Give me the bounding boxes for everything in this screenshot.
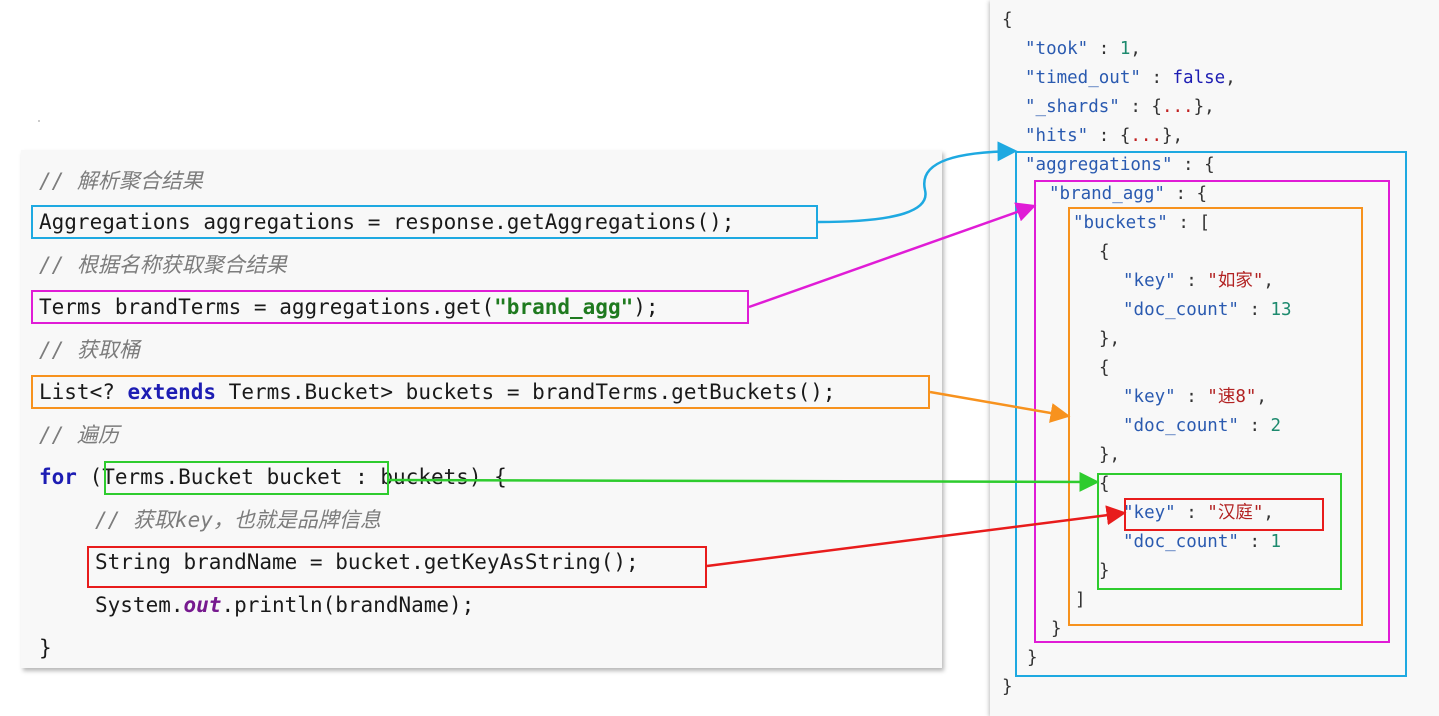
- json-key: "timed_out": [1025, 68, 1141, 88]
- json-open-brace: {: [1002, 10, 1013, 30]
- code-line-brand-terms: Terms brandTerms = aggregations.get("bra…: [39, 293, 659, 321]
- json-hits: "hits" : {...},: [1025, 126, 1184, 146]
- json-key: "took": [1025, 39, 1089, 59]
- code-text: .println(brandName);: [221, 593, 475, 617]
- json-key: "_shards": [1025, 97, 1120, 117]
- json-bucket1-key: "key" : "如家",: [1123, 271, 1274, 291]
- json-bucket1-doc-count: "doc_count" : 13: [1123, 300, 1292, 320]
- code-line-close-brace: }: [39, 636, 52, 660]
- code-text: );: [633, 295, 659, 319]
- json-key: "brand_agg": [1049, 184, 1165, 204]
- json-brand-agg: "brand_agg" : {: [1049, 184, 1208, 204]
- json-boolean: false: [1172, 68, 1226, 88]
- json-buckets: "buckets" : [: [1073, 213, 1210, 233]
- json-response-panel: { "took" : 1, "timed_out" : false, "_sha…: [990, 0, 1439, 716]
- code-line-println: System.out.println(brandName);: [95, 591, 474, 619]
- json-collapsed-ellipsis: ...: [1130, 126, 1162, 146]
- json-collapsed-ellipsis: ...: [1161, 97, 1194, 117]
- json-bucket2-close: },: [1099, 445, 1121, 465]
- code-line-buckets: List<? extends Terms.Bucket> buckets = b…: [39, 378, 836, 406]
- code-text: List<?: [39, 380, 128, 404]
- json-string: "汉庭": [1207, 503, 1264, 523]
- json-key: "doc_count": [1123, 416, 1239, 436]
- code-field-out: out: [183, 593, 222, 617]
- json-aggregations: "aggregations" : {: [1025, 155, 1215, 175]
- code-text: (: [76, 465, 103, 489]
- code-keyword-extends: extends: [127, 380, 217, 404]
- code-comment-iterate: // 遍历: [39, 423, 119, 447]
- json-string: "速8": [1207, 387, 1257, 407]
- json-bucket3-key: "key" : "汉庭",: [1123, 503, 1274, 523]
- json-string: "如家": [1207, 271, 1264, 291]
- json-brand-agg-close: }: [1051, 619, 1062, 639]
- json-key: "key": [1123, 271, 1176, 291]
- java-code-panel: // 解析聚合结果 Aggregations aggregations = re…: [21, 150, 942, 668]
- json-number: 1: [1119, 39, 1131, 59]
- json-key: "key": [1123, 387, 1176, 407]
- code-keyword-for: for: [39, 465, 77, 489]
- code-comment-get-key: // 获取key，也就是品牌信息: [95, 508, 381, 532]
- json-bucket2-doc-count: "doc_count" : 2: [1123, 416, 1282, 436]
- json-bucket3-doc-count: "doc_count" : 1: [1123, 532, 1282, 552]
- code-line-get-aggregations: Aggregations aggregations = response.get…: [39, 210, 735, 234]
- code-string-brand-agg: "brand_agg": [494, 295, 634, 319]
- json-shards: "_shards" : {...},: [1025, 97, 1215, 117]
- json-bucket1-close: },: [1099, 329, 1121, 349]
- json-key: "doc_count": [1123, 532, 1239, 552]
- json-number: 1: [1270, 532, 1282, 552]
- code-comment-parse: // 解析聚合结果: [39, 169, 203, 193]
- json-bucket3-open: {: [1099, 474, 1110, 494]
- json-took: "took" : 1,: [1025, 39, 1141, 59]
- json-close-brace: }: [1002, 677, 1013, 697]
- code-text: System.: [95, 593, 184, 617]
- json-bucket1-open: {: [1099, 242, 1110, 262]
- json-key: "aggregations": [1025, 155, 1173, 175]
- json-bucket2-open: {: [1099, 358, 1110, 378]
- code-text: : buckets) {: [355, 465, 507, 489]
- json-bucket2-key: "key" : "速8",: [1123, 387, 1267, 407]
- json-aggregations-close: }: [1027, 648, 1038, 668]
- json-bucket3-close: }: [1099, 561, 1110, 581]
- json-key: "hits": [1025, 126, 1089, 146]
- code-line-for-loop: for (Terms.Bucket bucket : buckets) {: [39, 463, 507, 491]
- code-text: Terms brandTerms = aggregations.get(: [39, 295, 495, 319]
- code-line-brand-name: String brandName = bucket.getKeyAsString…: [95, 550, 639, 574]
- code-text: Terms.Bucket> buckets = brandTerms.getBu…: [216, 380, 836, 404]
- code-comment-by-name: // 根据名称获取聚合结果: [39, 253, 287, 277]
- json-key: "doc_count": [1123, 300, 1239, 320]
- json-key: "buckets": [1073, 213, 1168, 233]
- stray-dot: [38, 120, 40, 122]
- json-number: 2: [1270, 416, 1282, 436]
- json-key: "key": [1123, 503, 1176, 523]
- code-comment-get-buckets: // 获取桶: [39, 338, 140, 362]
- json-number: 13: [1270, 300, 1292, 320]
- code-loop-variable: Terms.Bucket bucket: [102, 465, 356, 489]
- json-timed-out: "timed_out" : false,: [1025, 68, 1236, 88]
- json-buckets-close: ]: [1075, 590, 1086, 610]
